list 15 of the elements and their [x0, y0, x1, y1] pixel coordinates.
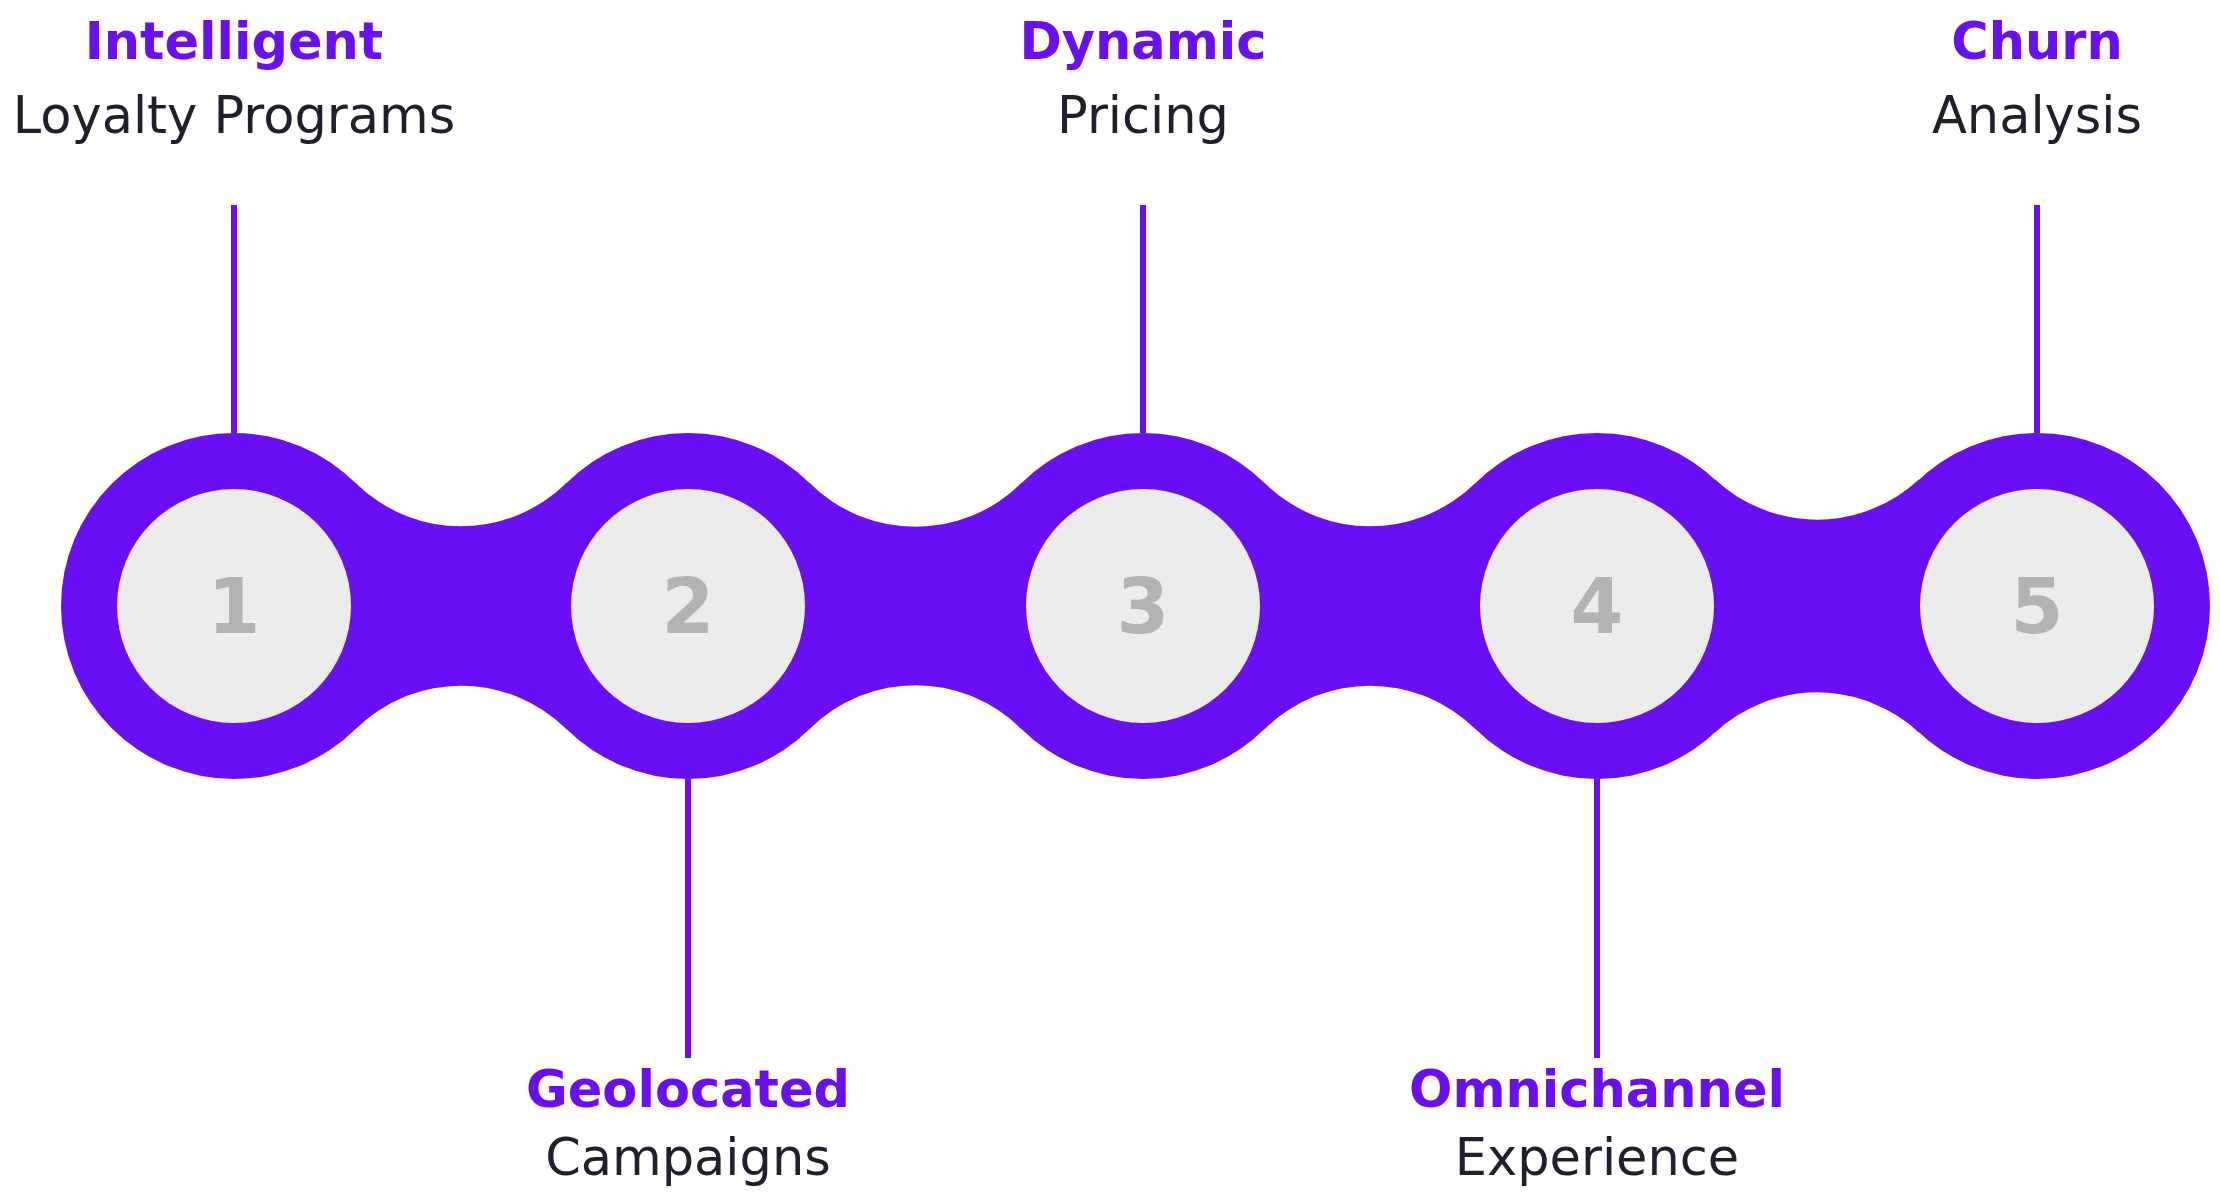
heading-text: Intelligent — [84, 11, 384, 73]
leader-line — [2034, 205, 2040, 433]
leader-line — [1594, 779, 1600, 1058]
body-text: Experience — [1454, 1126, 1740, 1189]
leader-line — [1140, 205, 1146, 433]
heading-text: Geolocated — [525, 1059, 851, 1121]
leader-line — [231, 205, 237, 433]
body-text: Analysis — [1931, 84, 2143, 147]
body-text: Campaigns — [545, 1126, 831, 1189]
body-text: Loyalty Programs — [12, 84, 456, 147]
heading-text: Dynamic — [1019, 11, 1267, 73]
heading-text: Omnichannel — [1409, 1059, 1785, 1121]
leader-line — [685, 779, 691, 1058]
heading-text: Churn — [1951, 11, 2123, 73]
body-text: Pricing — [1057, 84, 1229, 147]
